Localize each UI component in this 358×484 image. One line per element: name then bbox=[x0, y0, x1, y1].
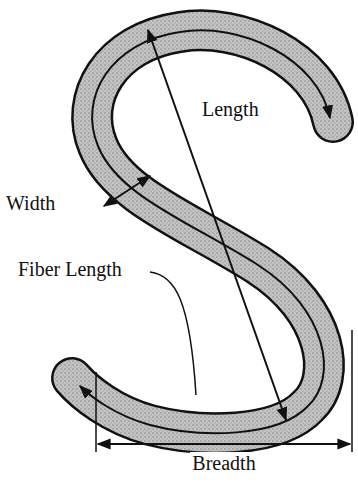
leader-line bbox=[150, 272, 196, 395]
dimension-label: Fiber Length bbox=[16, 258, 124, 280]
dimension-label: Width bbox=[4, 192, 57, 214]
width-arrow bbox=[104, 176, 150, 206]
dimension-label: Length bbox=[200, 98, 261, 120]
dimension-label: Breadth bbox=[190, 452, 257, 474]
fiber-body bbox=[72, 30, 333, 433]
extension-line bbox=[351, 330, 353, 452]
length-arrow bbox=[148, 30, 286, 420]
extension-line bbox=[95, 372, 97, 452]
fiber-outline bbox=[72, 30, 333, 433]
fiber-centerline bbox=[80, 30, 330, 433]
breadth-arrow bbox=[98, 443, 350, 445]
